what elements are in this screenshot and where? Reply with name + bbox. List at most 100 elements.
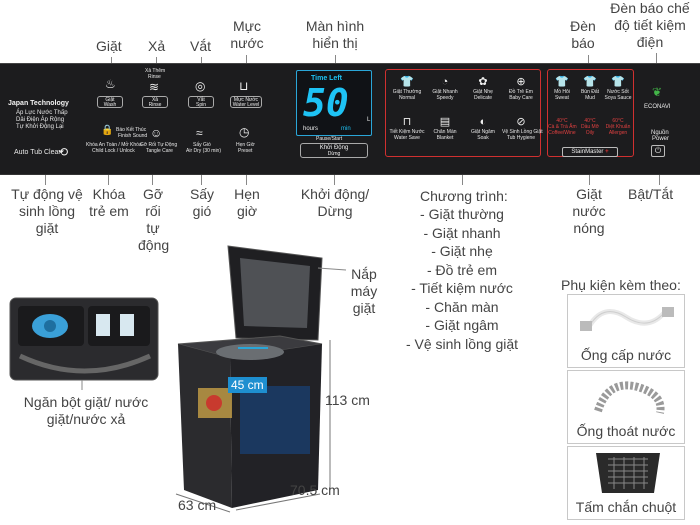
label-display: Màn hình hiển thị (305, 18, 365, 51)
rinse-button-en: Rinse (148, 102, 162, 108)
machine-illustration (9, 245, 347, 513)
machine-lid (227, 245, 323, 341)
temp-label-vi: Dầu Mỡ (580, 124, 599, 130)
temp-value: 60°C (612, 118, 624, 124)
program-label-en: Delicate (473, 95, 493, 101)
leader-display (335, 55, 336, 69)
leader-eco (656, 53, 657, 69)
liter-text: L (367, 117, 371, 123)
water-level-button[interactable]: Mực Nước Water Level (230, 96, 262, 108)
option-label-vi: Bùn Đất (580, 89, 600, 95)
rat-guard-image (596, 453, 660, 493)
rinse-button[interactable]: Xả Rinse (142, 96, 168, 108)
stain-shirt-icon: 👕 (583, 76, 597, 88)
option-selector: StainMaster + (547, 69, 634, 157)
power-button[interactable]: ⏻ (651, 145, 665, 157)
program-selector (385, 69, 541, 157)
accessory-rat-guard: Tấm chắn chuột (567, 446, 685, 520)
child-lock-en: Child Lock / Unlock (92, 148, 135, 154)
program-label-en: Blanket (436, 135, 454, 141)
wash-icon: ♨ (105, 77, 116, 91)
label-start-stop: Khởi động/ Dừng (300, 186, 370, 219)
program-list-item: - Đồ trẻ em (426, 261, 497, 278)
time-left-text: Time Left (311, 75, 342, 82)
program-label-en: Soak (477, 135, 489, 141)
program-list-item: - Giặt nhẹ (431, 243, 493, 259)
auto-tub-clean-text: Auto Tub Clean (14, 149, 63, 156)
leader-air-dry (201, 175, 202, 185)
stain-shirt-icon: 👕 (555, 76, 569, 88)
finish-sound-vi: Báo Kết Thúc (116, 127, 147, 133)
hours-text: hours (303, 126, 319, 132)
leader-hot-wash (589, 175, 590, 185)
min-text: min (341, 126, 351, 132)
accessories-title: Phụ kiện kèm theo: (561, 277, 681, 293)
leader-auto-tub (45, 175, 46, 185)
program-list-item: - Chăn màn (425, 298, 499, 315)
temp-value: 40°C (584, 118, 596, 124)
pause-start-text: Pause/Start (316, 136, 343, 142)
clock-icon: ◷ (239, 125, 250, 139)
timer-vi[interactable]: Hẹn Giờ (236, 142, 255, 148)
label-hot-wash: Giặt nước nóng (572, 186, 606, 236)
brand-title: Japan Technology (8, 100, 69, 107)
temp-value: 40°C (556, 118, 568, 124)
label-tangle-care: Gỡ rối tự động (138, 186, 170, 253)
depth-dimension: 70.5 cm (290, 482, 340, 498)
label-auto-tub-clean: Tự động vệ sinh lồng giặt (11, 186, 83, 236)
spin-button[interactable]: Vắt Spin (188, 96, 214, 108)
program-label-vi: Vệ Sinh Lồng Giặt (502, 129, 543, 135)
speedy-icon: ◔ (441, 76, 449, 88)
baby-icon: ⊕ (516, 76, 526, 88)
rinse-extra-en: Rinse (148, 74, 161, 80)
child-lock-vi[interactable]: Khóa An Toàn / Mở Khóa (86, 142, 142, 148)
start-stop-en: Dừng (327, 151, 341, 157)
spin-button-en: Spin (195, 102, 206, 108)
detergent-drawer-inset (9, 297, 159, 381)
program-label-en: Normal (398, 95, 416, 101)
program-label-vi: Đồ Trẻ Em (509, 89, 533, 95)
stainmaster-button[interactable]: StainMaster + (562, 147, 618, 157)
program-list-item: - Giặt ngâm (425, 317, 499, 333)
brand-line-2: Áp Lực Nước Thấp (16, 110, 68, 116)
program-label-en: Tub Hygiene (506, 135, 536, 141)
program-label-vi: Giặt Ngâm (471, 129, 495, 135)
program-list-item: - Tiết kiệm nước (411, 280, 513, 296)
program-label-en: Speedy (436, 95, 454, 101)
option-label-en: Soya Sauce (604, 95, 632, 101)
leader-start-stop (334, 175, 335, 185)
wash-button[interactable]: Giặt Wash (97, 96, 123, 108)
tangle-care-vi[interactable]: Gỡ Rối Tự Động (140, 142, 178, 148)
drain-hose-image (594, 381, 665, 414)
soak-icon: ◐ (479, 116, 487, 128)
time-digits: 50 (303, 81, 349, 125)
water-save-icon: ⊓ (402, 116, 412, 128)
power-en: Power (652, 136, 670, 142)
tub-clean-icon[interactable]: ⟲ (58, 145, 69, 159)
leader-water-level (246, 55, 247, 69)
shirt-icon: 👕 (400, 76, 414, 88)
accessory-label: Ống cấp nước (580, 347, 672, 363)
spin-button-vi: Vắt (197, 97, 205, 103)
accessory-label: Ống thoát nước (576, 423, 676, 439)
start-stop-button[interactable]: Khởi Động Dừng (300, 143, 368, 158)
rinse-icon: ≋ (149, 80, 160, 94)
air-dry-vi[interactable]: Sấy Gió (193, 142, 211, 148)
water-level-button-vi: Mực Nước (233, 97, 259, 103)
tangle-care-en: Tangle Care (146, 148, 173, 154)
option-label-vi: Mồ Hôi (554, 89, 570, 95)
